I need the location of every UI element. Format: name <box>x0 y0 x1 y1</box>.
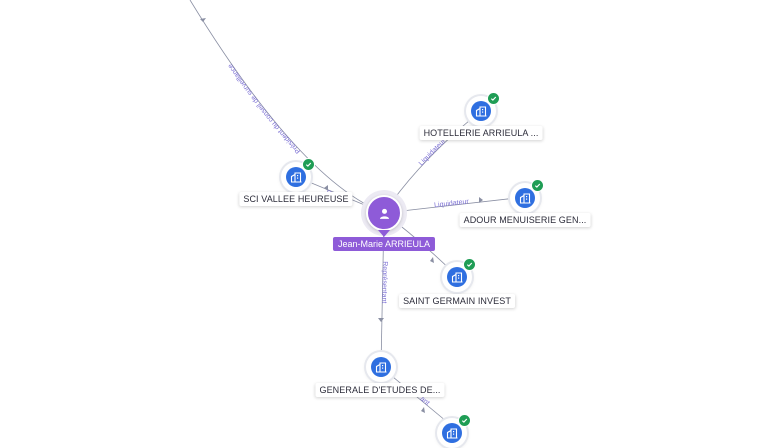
edge-arrow-top <box>200 18 206 22</box>
person-pin-tail <box>378 230 390 237</box>
building-icon <box>286 167 306 187</box>
edge-arrow-saint-germain <box>430 257 434 263</box>
company-node-hotellerie[interactable] <box>466 92 500 126</box>
edge-label-top-left: Président du conseil de surveillance <box>227 62 302 154</box>
building-icon <box>471 101 491 121</box>
edge-arrow-generale <box>378 318 384 322</box>
verified-check-icon <box>458 414 471 427</box>
edge-adour-line <box>383 196 526 214</box>
user-icon <box>379 208 389 219</box>
company-node-generale[interactable] <box>366 352 396 382</box>
edge-top-left-line <box>189 0 385 214</box>
edge-label-generale: Représentant <box>380 261 388 303</box>
company-label-hotellerie[interactable]: HOTELLERIE ARRIEULA ... <box>419 126 543 140</box>
company-label-generale[interactable]: GENERALE D'ETUDES DE... <box>315 383 445 397</box>
edge-label-bottom: ant <box>419 395 431 407</box>
edge-arrow-adour <box>479 197 483 203</box>
company-node-sci[interactable] <box>281 158 315 192</box>
verified-check-icon <box>302 158 315 171</box>
company-node-partial-bottom[interactable] <box>437 414 471 448</box>
building-icon <box>442 423 462 443</box>
person-name-label[interactable]: Jean-Marie ARRIEULA <box>332 237 436 251</box>
verified-check-icon <box>463 258 476 271</box>
company-label-saint-germain[interactable]: SAINT GERMAIN INVEST <box>399 294 515 308</box>
verified-check-icon <box>531 179 544 192</box>
company-label-adour[interactable]: ADOUR MENUISERIE GEN... <box>459 213 591 227</box>
building-icon <box>371 357 391 377</box>
edge-label-adour: Liquidateur <box>434 198 470 209</box>
edge-arrow-bottom <box>421 407 425 413</box>
company-node-saint-germain[interactable] <box>442 258 476 292</box>
edge-label-hotellerie: Liquidateur <box>418 137 448 167</box>
building-icon <box>515 188 535 208</box>
verified-check-icon <box>487 92 500 105</box>
company-label-sci[interactable]: SCI VALLEE HEUREUSE <box>239 192 353 206</box>
edge-arrow-sci <box>324 185 328 191</box>
building-icon <box>447 267 467 287</box>
company-node-adour[interactable] <box>510 179 544 213</box>
person-node[interactable] <box>366 195 402 231</box>
